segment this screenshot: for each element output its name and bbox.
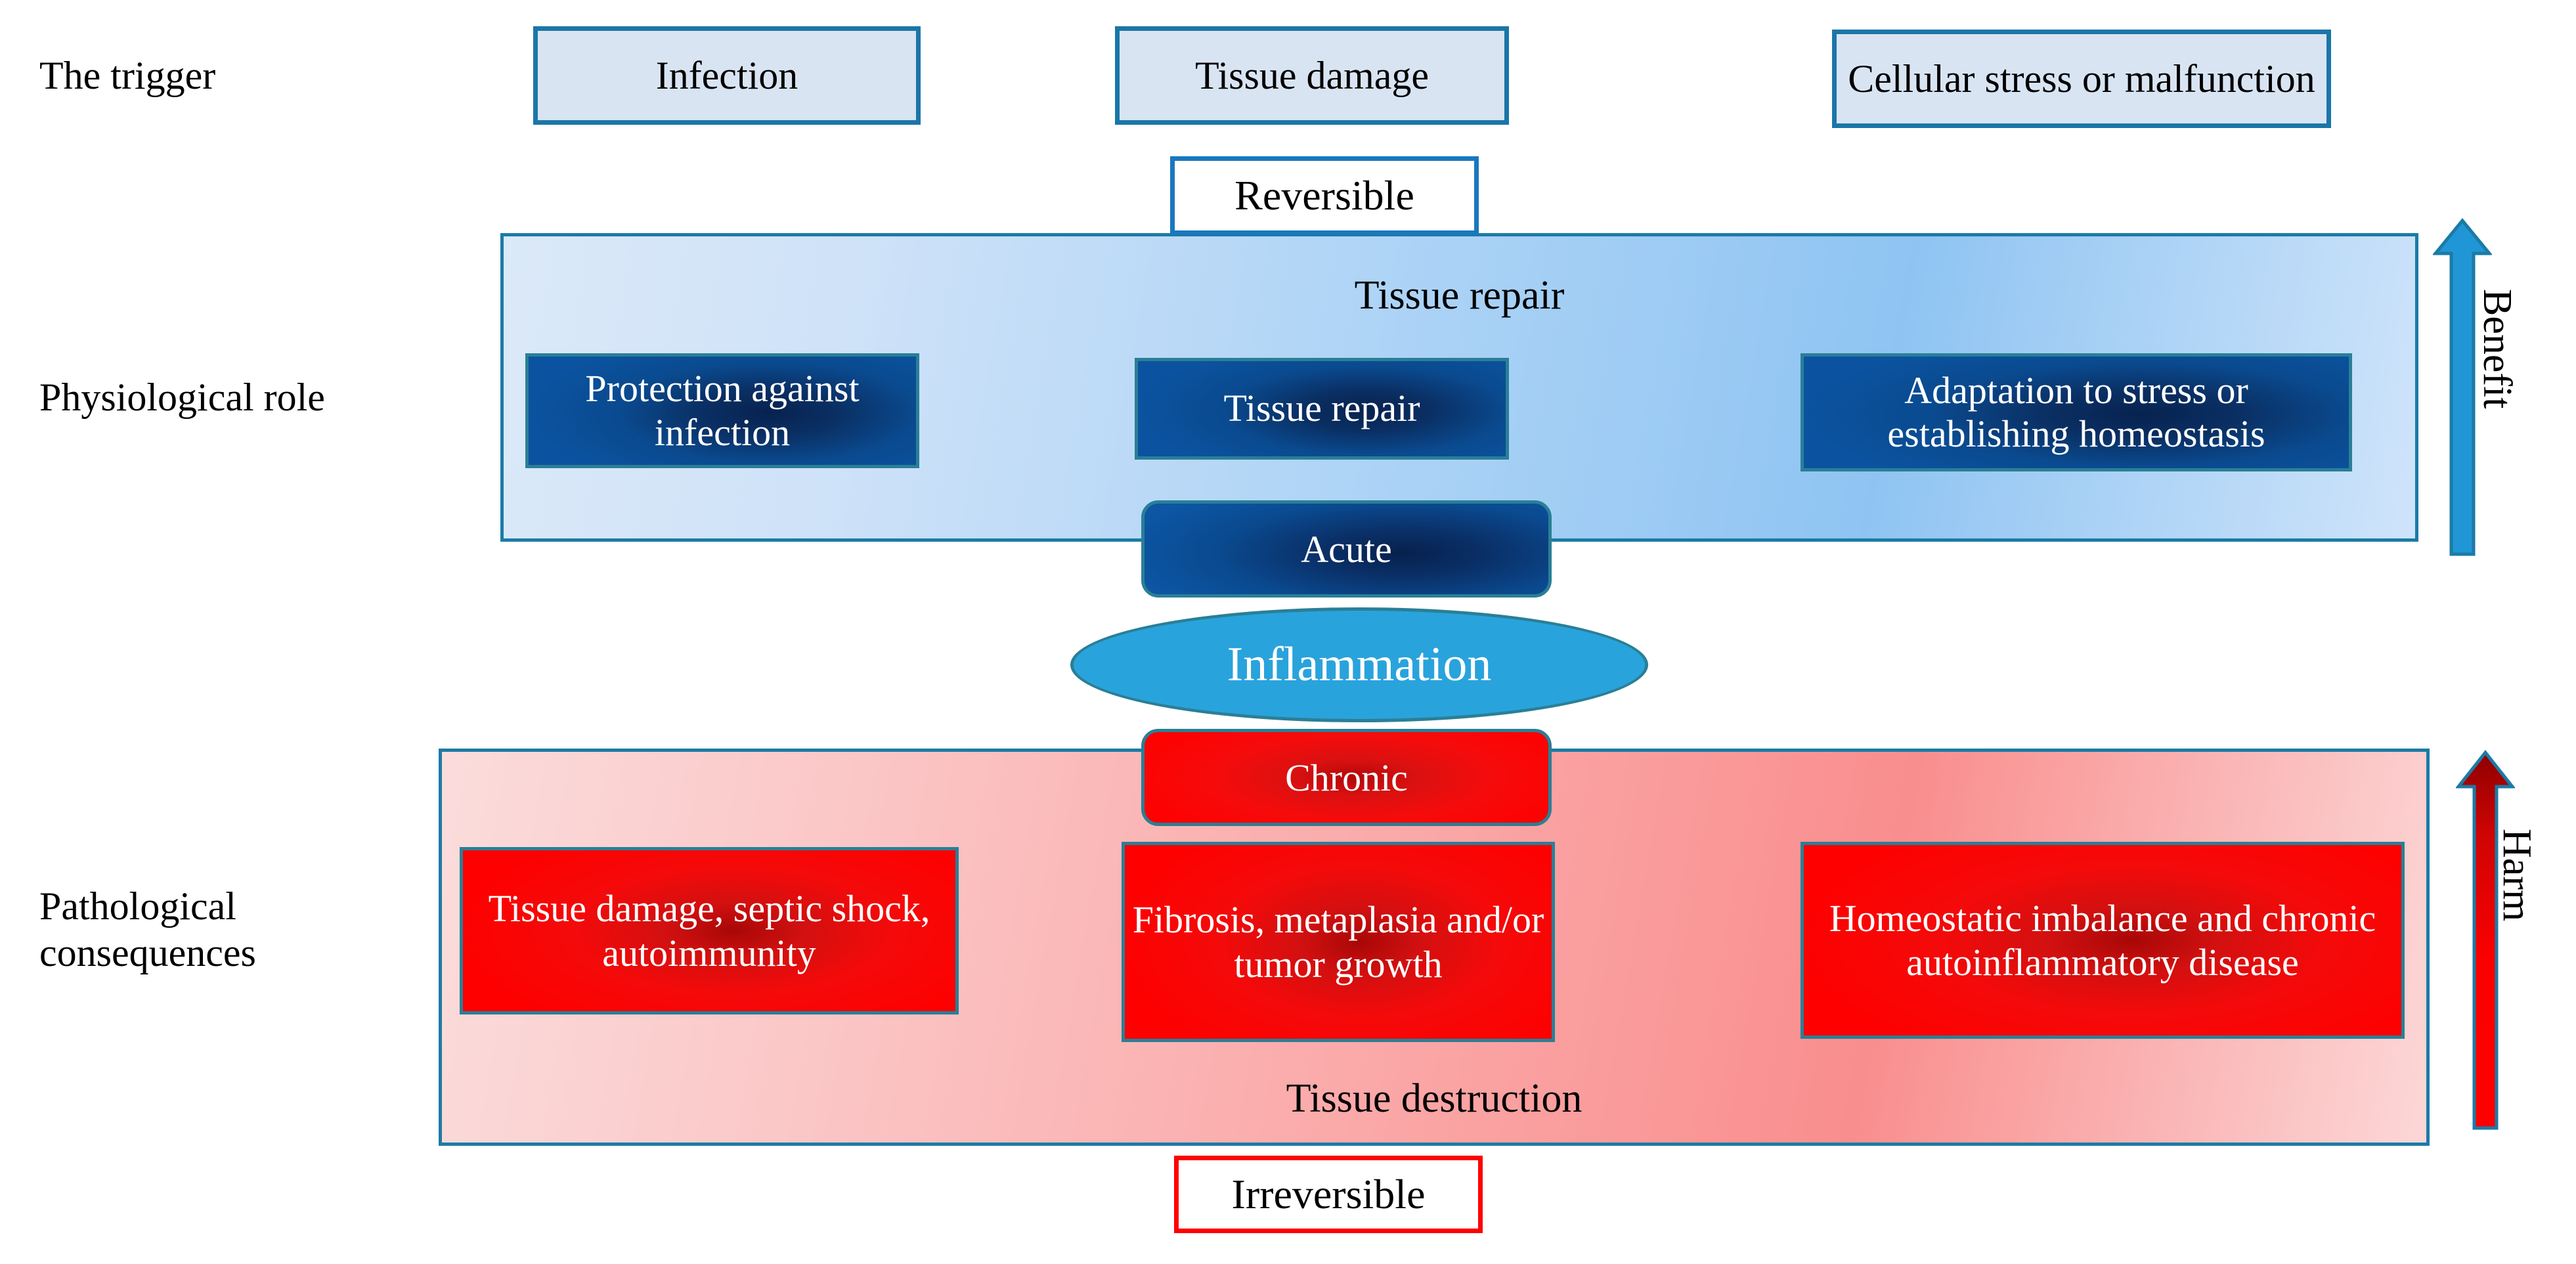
trigger-label-tissue-damage: Tissue damage (1194, 53, 1430, 97)
harm-box-tissue-damage-septic[interactable]: Tissue damage, septic shock, autoimmunit… (460, 847, 959, 1014)
benefit-arrow (2432, 217, 2493, 558)
acute-label: Acute (1301, 527, 1392, 571)
row-label-physiological-role: Physiological role (39, 376, 325, 419)
inflammation-ellipse[interactable]: Inflammation (1070, 607, 1648, 722)
benefit-box-protection[interactable]: Protection against infection (525, 353, 919, 468)
row-label-pathological-consequences: Pathological consequences (39, 884, 256, 974)
inflammation-label: Inflammation (1227, 638, 1492, 691)
harm-label-homeostatic-imbalance: Homeostatic imbalance and chronic autoin… (1829, 896, 2376, 984)
trigger-box-tissue-damage[interactable]: Tissue damage (1115, 26, 1509, 125)
benefit-label-adaptation: Adaptation to stress or establishing hom… (1887, 368, 2265, 455)
harm-label-tissue-damage-septic: Tissue damage, septic shock, autoimmunit… (488, 887, 930, 974)
benefit-box-adaptation[interactable]: Adaptation to stress or establishing hom… (1801, 353, 2352, 471)
harm-box-fibrosis[interactable]: Fibrosis, metaplasia and/or tumor growth (1122, 842, 1555, 1042)
state-box-reversible[interactable]: Reversible (1170, 156, 1479, 235)
arrow-up-icon (2455, 749, 2516, 1130)
chronic-label: Chronic (1285, 756, 1408, 799)
benefit-label-protection: Protection against infection (585, 367, 860, 454)
harm-label-fibrosis: Fibrosis, metaplasia and/or tumor growth (1132, 898, 1544, 986)
trigger-box-infection[interactable]: Infection (533, 26, 921, 125)
state-label-reversible: Reversible (1234, 172, 1414, 219)
harm-arrow-label: Harm (2495, 829, 2539, 922)
benefit-arrow-label: Benefit (2475, 289, 2520, 409)
benefit-box-tissue-repair[interactable]: Tissue repair (1135, 358, 1509, 460)
harm-arrow (2455, 749, 2516, 1133)
harm-box-homeostatic-imbalance[interactable]: Homeostatic imbalance and chronic autoin… (1801, 842, 2405, 1039)
trigger-label-infection: Infection (655, 53, 798, 97)
row-label-the-trigger: The trigger (39, 54, 216, 97)
trigger-label-cellular-stress: Cellular stress or malfunction (1848, 56, 2315, 100)
state-box-irreversible[interactable]: Irreversible (1174, 1156, 1483, 1233)
trigger-box-cellular-stress[interactable]: Cellular stress or malfunction (1832, 30, 2331, 128)
chronic-box[interactable]: Chronic (1141, 729, 1552, 826)
arrow-up-icon (2432, 218, 2493, 556)
benefit-label-tissue-repair: Tissue repair (1223, 387, 1420, 430)
state-label-irreversible: Irreversible (1231, 1171, 1426, 1217)
benefit-band-heading: Tissue repair (1354, 273, 1565, 318)
harm-band-heading: Tissue destruction (1286, 1076, 1583, 1121)
acute-box[interactable]: Acute (1141, 500, 1552, 598)
